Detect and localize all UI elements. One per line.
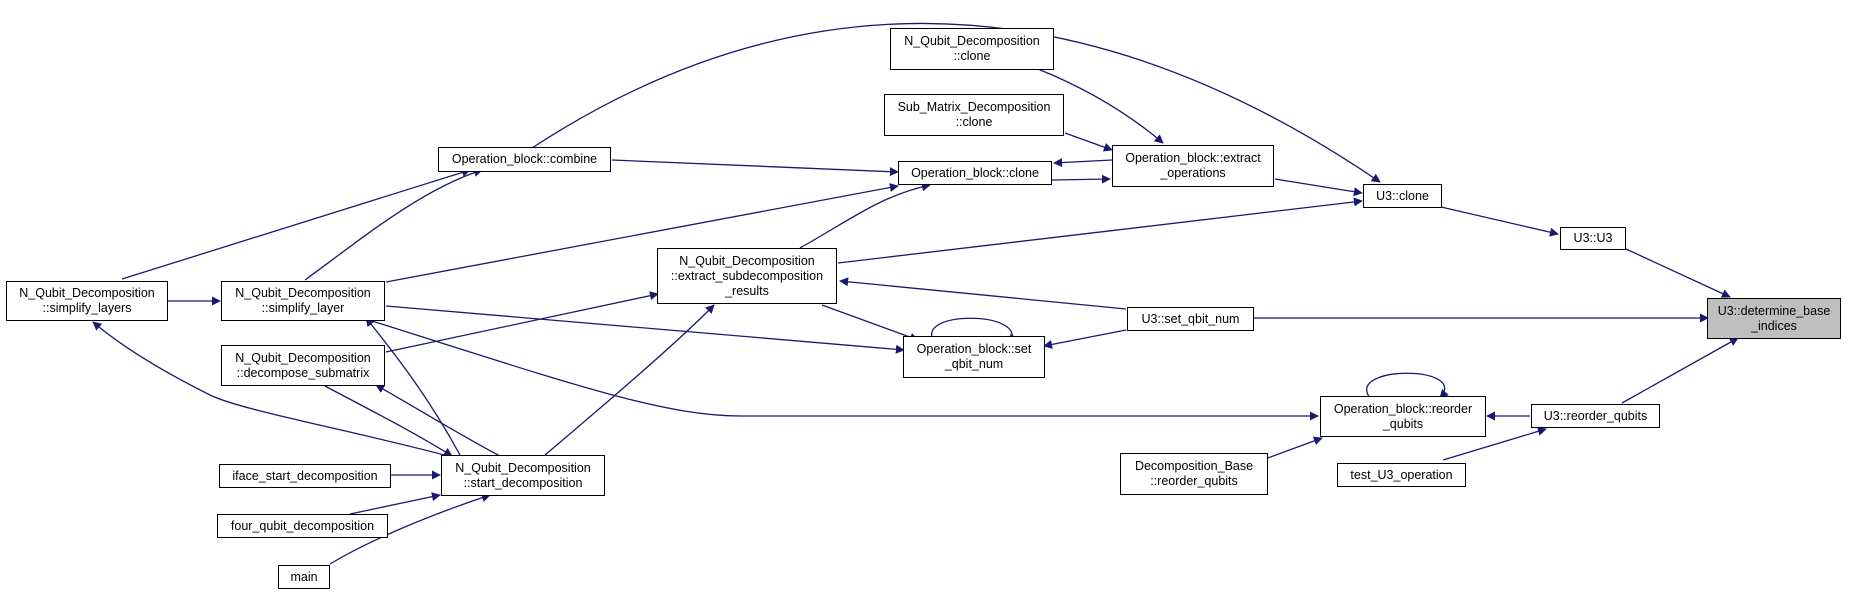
node-determine-base-indices: U3::determine_base _indices [1707,298,1841,339]
edge-nqdsimplayers-to-obcombine [121,168,471,280]
edge-main-to-nqdstart [329,493,491,565]
edge-nqdextract-to-obclone [799,182,931,249]
node-nqd-clone[interactable]: N_Qubit_Decomposition ::clone [890,28,1054,70]
node-nqd-decompose-submatrix[interactable]: N_Qubit_Decomposition ::decompose_submat… [221,345,385,386]
edge-u3clone-to-u3u3 [1440,206,1559,237]
edge-obextract-to-obclone [1053,158,1113,168]
edge-obextract-to-u3clone [1274,178,1363,197]
node-test-u3-operation[interactable]: test_U3_operation [1337,463,1466,487]
edge-obclone-to-obextract [1051,174,1111,184]
node-u3-reorder-qubits[interactable]: U3::reorder_qubits [1531,404,1660,428]
edge-setq-to-nqdextract [839,277,1127,310]
node-ob-combine[interactable]: Operation_block::combine [438,147,611,172]
edge-nqdsimplayer-to-obreord [355,315,1319,421]
edge-obcombine-to-obclone [611,159,899,177]
node-ob-extract-operations[interactable]: Operation_block::extract _operations [1112,145,1274,187]
edge-nqdstart-to-nqdextract [544,304,715,456]
edge-smdclone-to-obextract [1064,132,1113,152]
edge-nqcclone-to-obextract [1037,68,1164,144]
edge-dbreord-to-obreord [1264,436,1323,460]
edge-nqdsimplayer-to-obclone [385,183,899,283]
edge-obreord-self [1366,372,1449,399]
node-u3-set-qbit-num[interactable]: U3::set_qbit_num [1127,307,1254,331]
node-nqd-start-decomposition[interactable]: N_Qubit_Decomposition ::start_decomposit… [441,455,605,496]
edge-test-to-reord [1442,427,1547,461]
node-four-qubit-decomposition[interactable]: four_qubit_decomposition [217,514,388,538]
node-nqd-extract-subdecomposition-results[interactable]: N_Qubit_Decomposition ::extract_subdecom… [657,248,837,304]
edge-nqdstart-to-nqdsimplayer [365,317,461,456]
node-u3-clone[interactable]: U3::clone [1363,184,1442,208]
edge-setq-to-obsetq [1043,329,1127,349]
edge-four-to-nqdstart [349,492,441,515]
edge-nqddecomp-to-nqdstart [324,385,453,457]
node-nqd-simplify-layers[interactable]: N_Qubit_Decomposition ::simplify_layers [6,281,168,321]
node-iface-start-decomposition[interactable]: iface_start_decomposition [219,464,391,488]
edge-u3u3-to-det [1625,248,1731,298]
edge-nqdsimplayer-to-obsetq [385,305,905,354]
node-ob-set-qbit-num[interactable]: Operation_block::set _qbit_num [903,336,1045,378]
edge-nqdextract-to-obsetq [821,304,919,342]
edge-nqdstart-to-nqdsimplayers [92,321,449,457]
edge-obsetq-self [931,317,1019,344]
edge-obcombine-to-u3clone [531,22,1381,183]
node-ob-clone[interactable]: Operation_block::clone [898,161,1052,185]
edge-nqdstart-to-nqddecomp [375,384,501,457]
node-u3-u3[interactable]: U3::U3 [1560,227,1626,250]
edge-nqddecomp-to-nqdextract [385,291,659,353]
edge-reord-to-det [1621,337,1739,404]
edge-nqdextract-to-u3clone [837,197,1363,264]
node-nqd-simplify-layer[interactable]: N_Qubit_Decomposition ::simplify_layer [221,281,385,321]
node-smd-clone[interactable]: Sub_Matrix_Decomposition ::clone [884,94,1064,136]
node-ob-reorder-qubits[interactable]: Operation_block::reorder _qubits [1320,396,1486,437]
node-db-reorder-qubits[interactable]: Decomposition_Base ::reorder_qubits [1120,453,1268,495]
node-main[interactable]: main [278,565,330,589]
edge-nqdsimplayer-to-obcombine [304,168,483,281]
